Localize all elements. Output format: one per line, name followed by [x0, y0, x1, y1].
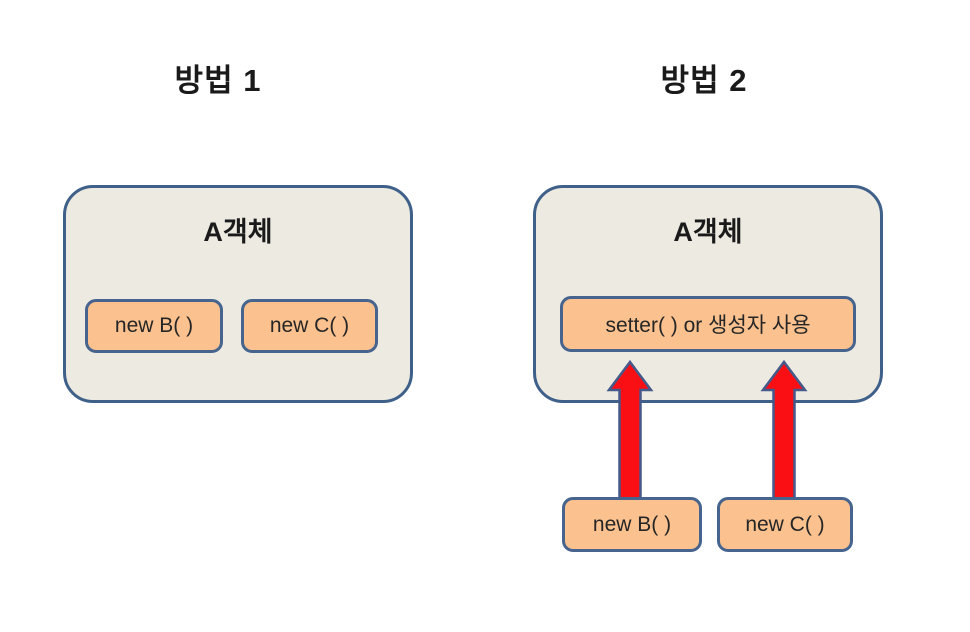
node-new-b-method-1: new B( )	[85, 299, 223, 353]
node-new-b-method-2: new B( )	[562, 497, 702, 552]
node-new-c-method-2: new C( )	[717, 497, 853, 552]
up-arrow-icon-left	[606, 359, 654, 502]
object-title-method-1: A객체	[203, 217, 273, 247]
heading-method-1: 방법 1	[174, 63, 262, 98]
node-new-c-method-1: new C( )	[241, 299, 378, 353]
object-title-method-2: A객체	[673, 217, 743, 247]
node-setter-or-constructor: setter( ) or 생성자 사용	[560, 296, 856, 352]
object-box-method-1: A객체 new B( ) new C( )	[63, 185, 413, 403]
heading-method-2: 방법 2	[660, 63, 748, 98]
object-box-method-2: A객체 setter( ) or 생성자 사용	[533, 185, 883, 403]
up-arrow-icon-right	[760, 359, 808, 502]
